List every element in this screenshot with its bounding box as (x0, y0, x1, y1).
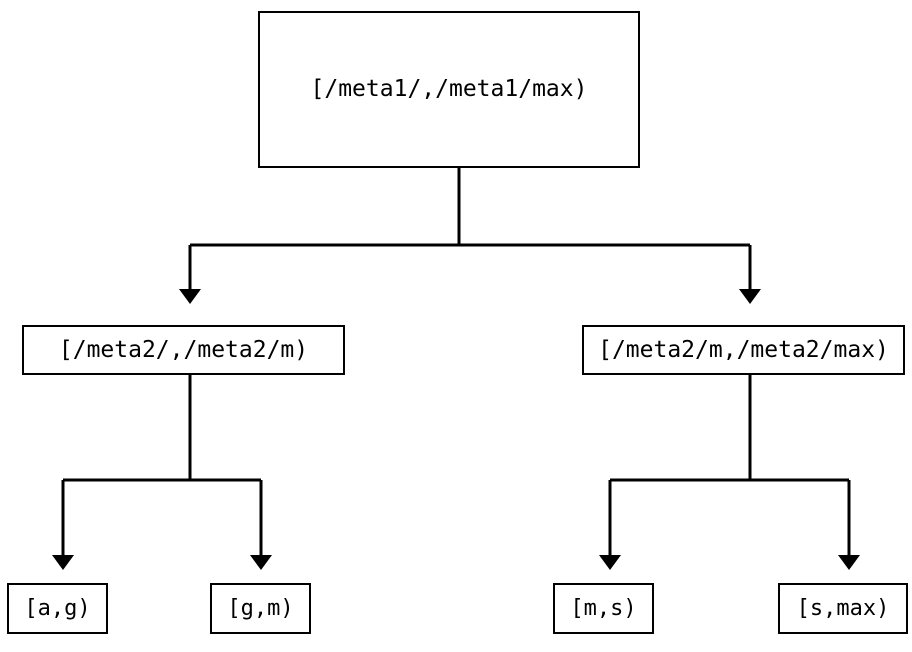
tree-node-leaf-2[interactable]: [g,m) (210, 583, 311, 634)
tree-node-leaf-2-label: [g,m) (227, 595, 294, 621)
tree-node-mid-left[interactable]: [/meta2/,/meta2/m) (22, 325, 345, 375)
arrowhead-root-to-mid-left (179, 289, 201, 304)
tree-node-leaf-3-label: [m,s) (570, 595, 637, 621)
tree-node-mid-right-label: [/meta2/m,/meta2/max) (598, 336, 889, 363)
tree-node-leaf-3[interactable]: [m,s) (553, 583, 654, 634)
tree-node-mid-left-label: [/meta2/,/meta2/m) (58, 336, 309, 363)
arrowhead-mid-right-to-leaf-4 (838, 555, 860, 570)
edge-root-to-mid-group (179, 168, 761, 304)
arrowhead-mid-left-to-leaf-1 (52, 555, 74, 570)
tree-node-root-label: [/meta1/,/meta1/max) (310, 76, 588, 102)
tree-node-leaf-4-label: [s,max) (796, 595, 890, 621)
edge-mid-right-to-leaves-group (599, 375, 860, 570)
tree-node-leaf-1-label: [a,g) (24, 595, 91, 621)
arrowhead-mid-right-to-leaf-3 (599, 555, 621, 570)
arrowhead-mid-left-to-leaf-2 (250, 555, 272, 570)
tree-node-root[interactable]: [/meta1/,/meta1/max) (258, 11, 640, 168)
edge-mid-left-to-leaves-group (52, 375, 272, 570)
tree-node-leaf-4[interactable]: [s,max) (778, 583, 908, 634)
arrowhead-root-to-mid-right (739, 289, 761, 304)
tree-node-leaf-1[interactable]: [a,g) (7, 583, 108, 634)
tree-node-mid-right[interactable]: [/meta2/m,/meta2/max) (582, 325, 905, 375)
